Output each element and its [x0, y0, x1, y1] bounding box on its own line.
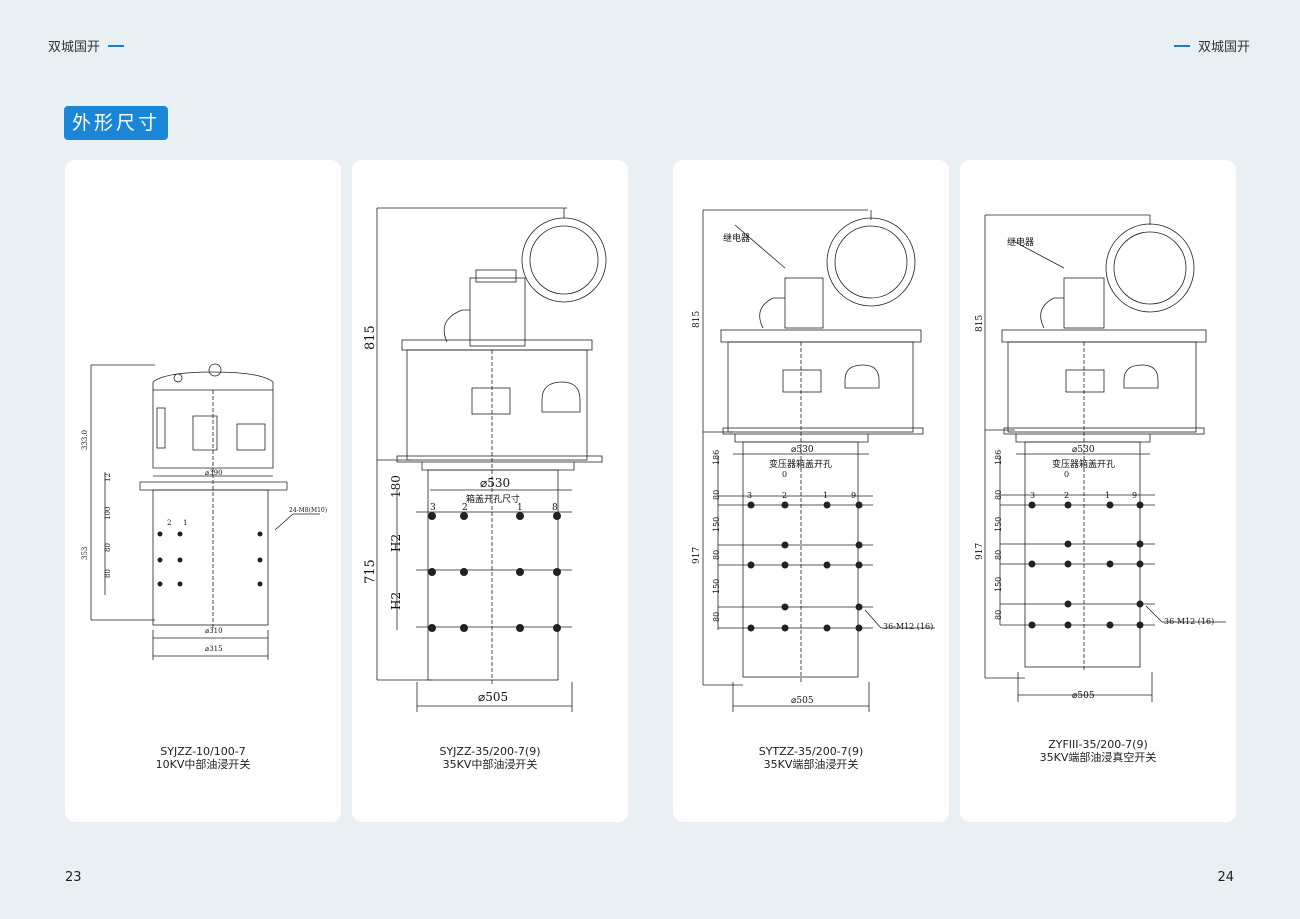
dim-h150b: 150 [712, 579, 721, 594]
page-number-left: 23 [65, 870, 82, 885]
dim-h715: 715 [363, 559, 378, 584]
card-2-caption: SYJZZ-35/200-7(9) 35KV中部油浸开关 [352, 745, 628, 771]
contact-label-2: 2 [1064, 491, 1069, 500]
dim-d505: ⌀505 [478, 690, 508, 704]
dim-h353: 353 [81, 547, 89, 560]
dim-h80a: 80 [994, 490, 1003, 500]
bolt-spec-label: 36-M12 (16) [1164, 617, 1214, 626]
contact-label-3: 3 [1030, 491, 1035, 500]
dim-d315: ⌀315 [205, 645, 223, 653]
brand-left-divider [108, 44, 125, 47]
dim-h815: 815 [363, 325, 378, 350]
dim-h2b: H2 [389, 592, 403, 610]
dim-d390: ⌀390 [205, 469, 223, 477]
dim-h2a: H2 [389, 534, 403, 552]
box-cutout-label: 箱盖开孔尺寸 [466, 493, 520, 505]
dim-m8: 24-M8(M10) [289, 507, 327, 514]
contact-label-1: 1 [823, 491, 828, 500]
dim-h150a: 150 [712, 517, 721, 532]
dim-h12: 12 [104, 473, 112, 482]
dim-d530: ⌀530 [791, 445, 814, 455]
contact-label-9: 9 [1132, 491, 1137, 500]
contact-label-2: 2 [462, 503, 468, 513]
card-3-desc: 35KV端部油浸开关 [763, 758, 859, 771]
contact-label-3: 3 [747, 491, 752, 500]
relay-label: 继电器 [723, 232, 750, 244]
card-2-model: SYJZZ-35/200-7(9) [439, 745, 541, 758]
contact-label-1: 1 [183, 519, 187, 527]
dim-h80c: 80 [994, 610, 1003, 620]
contact-label-0: 0 [1064, 470, 1069, 479]
dim-h917: 917 [692, 547, 702, 564]
section-title: 外形尺寸 [64, 106, 169, 140]
relay-label: 继电器 [1007, 236, 1034, 248]
card-1-caption: SYJZZ-10/100-7 10KV中部油浸开关 [65, 745, 341, 771]
dim-h917: 917 [975, 543, 985, 560]
card-1-desc: 10KV中部油浸开关 [155, 758, 251, 771]
dim-h150b: 150 [994, 577, 1003, 592]
box-cutout-label: 变压器箱盖开孔 [1052, 458, 1115, 470]
card-2-desc: 35KV中部油浸开关 [442, 758, 538, 771]
contact-label-3: 3 [430, 503, 436, 513]
dim-d505: ⌀505 [791, 696, 814, 706]
bolt-spec-label: 36-M12 (16) [883, 622, 933, 631]
technical-drawing-4: 继电器 815 ⌀530 变压器箱盖开孔 186 80 150 80 150 8… [975, 214, 1226, 702]
dim-h80b: 80 [994, 550, 1003, 560]
dim-h80a: 80 [712, 490, 721, 500]
technical-drawing-1: ⌀390 ⌀310 ⌀315 333.0 12 100 353 80 80 24… [81, 363, 327, 660]
technical-drawing-2: 815 ⌀530 箱盖开孔尺寸 180 715 H2 H2 ⌀505 3 2 1… [363, 207, 607, 712]
contact-label-8: 8 [552, 503, 558, 513]
page-number-right: 24 [1217, 870, 1234, 885]
contact-label-0: 0 [782, 470, 787, 479]
card-4-caption: ZYFIII-35/200-7(9) 35KV端部油浸真空开关 [960, 738, 1236, 764]
dim-h80c: 80 [712, 612, 721, 622]
dim-h180: 180 [389, 475, 403, 498]
drawing-card-2: 815 ⌀530 箱盖开孔尺寸 180 715 H2 H2 ⌀505 3 2 1… [352, 160, 628, 822]
drawing-card-4: 继电器 815 ⌀530 变压器箱盖开孔 186 80 150 80 150 8… [960, 160, 1236, 822]
contact-label-1: 1 [517, 503, 523, 513]
contact-label-2: 2 [167, 519, 171, 527]
dim-h186: 186 [994, 450, 1003, 465]
drawing-card-3: 继电器 815 ⌀530 变压器箱盖开孔 186 80 150 80 150 8… [673, 160, 949, 822]
dim-h815: 815 [692, 311, 702, 328]
dim-h80b: 80 [104, 569, 112, 578]
dim-h186: 186 [712, 450, 721, 465]
brand-left-text: 双城国开 [48, 40, 101, 55]
brand-right-text: 双城国开 [1197, 40, 1250, 55]
dim-h150a: 150 [994, 517, 1003, 532]
dim-d530: ⌀530 [480, 476, 510, 490]
dim-h100: 100 [104, 507, 112, 520]
contact-label-2: 2 [782, 491, 787, 500]
dim-d310: ⌀310 [205, 627, 223, 635]
dim-h80a: 80 [104, 543, 112, 552]
dim-h815: 815 [975, 315, 985, 332]
card-3-caption: SYTZZ-35/200-7(9) 35KV端部油浸开关 [673, 745, 949, 771]
brand-left: 双城国开 [48, 36, 125, 55]
contact-label-9: 9 [851, 491, 856, 500]
technical-drawing-3: 继电器 815 ⌀530 变压器箱盖开孔 186 80 150 80 150 8… [692, 209, 935, 712]
brand-right-divider [1173, 44, 1190, 47]
dim-d505: ⌀505 [1072, 691, 1095, 701]
contact-label-1: 1 [1105, 491, 1110, 500]
card-1-model: SYJZZ-10/100-7 [160, 745, 246, 758]
dim-h80b: 80 [712, 550, 721, 560]
box-cutout-label: 变压器箱盖开孔 [769, 458, 832, 470]
card-3-model: SYTZZ-35/200-7(9) [758, 745, 864, 758]
brand-right: 双城国开 [1173, 36, 1250, 55]
drawing-card-1: ⌀390 ⌀310 ⌀315 333.0 12 100 353 80 80 24… [65, 160, 341, 822]
dim-d530: ⌀530 [1072, 445, 1095, 455]
dim-h333: 333.0 [81, 430, 89, 450]
card-4-model: ZYFIII-35/200-7(9) [1048, 738, 1148, 751]
card-4-desc: 35KV端部油浸真空开关 [1039, 751, 1157, 764]
